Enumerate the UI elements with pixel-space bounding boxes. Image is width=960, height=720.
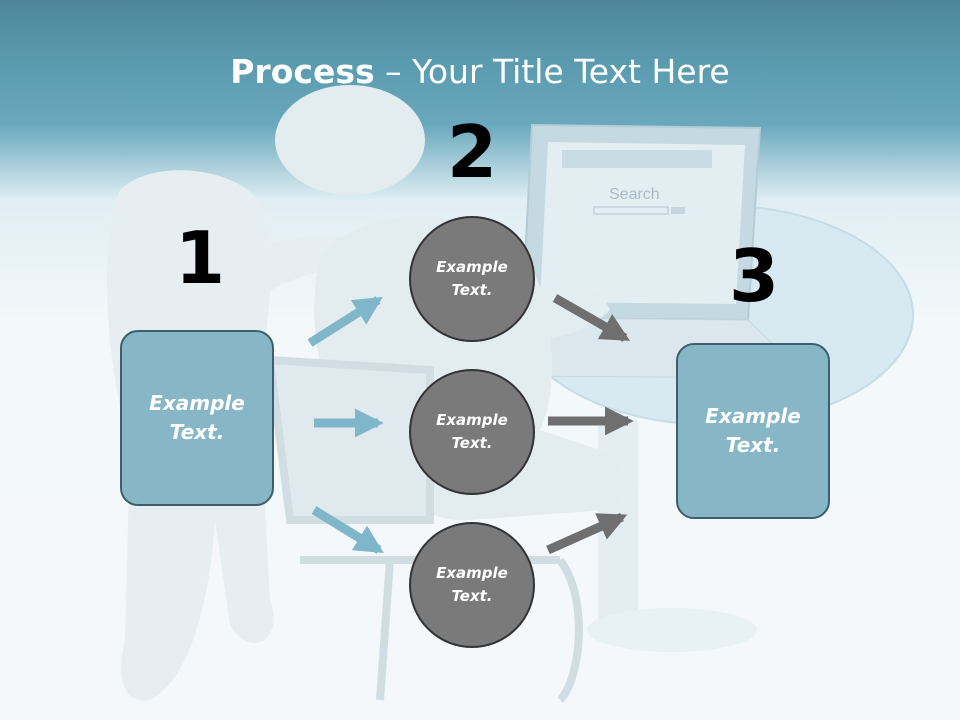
step-2-number: 2 — [446, 110, 498, 194]
step-3-number: 3 — [728, 234, 780, 318]
step-1-number: 1 — [174, 216, 226, 300]
title-rest: – Your Title Text Here — [374, 52, 730, 91]
table-leg — [598, 420, 638, 620]
step-2-circle-middle: Example Text. — [409, 369, 535, 495]
step-2-label-bottom: Example Text. — [436, 564, 508, 605]
title-bold: Process — [230, 52, 375, 91]
step-2-label-middle: Example Text. — [436, 411, 508, 452]
slide-title: Process – Your Title Text Here — [0, 52, 960, 91]
step-2-label-top: Example Text. — [436, 258, 508, 299]
step-2-circle-bottom: Example Text. — [409, 522, 535, 648]
step-1-label: Example Text. — [149, 391, 245, 444]
table-base — [587, 608, 757, 652]
step-1-box: Example Text. — [120, 330, 274, 506]
step-2-circle-top: Example Text. — [409, 216, 535, 342]
step-3-box: Example Text. — [676, 343, 830, 519]
step-3-label: Example Text. — [705, 404, 801, 457]
laptop-search-label: Search — [609, 186, 660, 203]
